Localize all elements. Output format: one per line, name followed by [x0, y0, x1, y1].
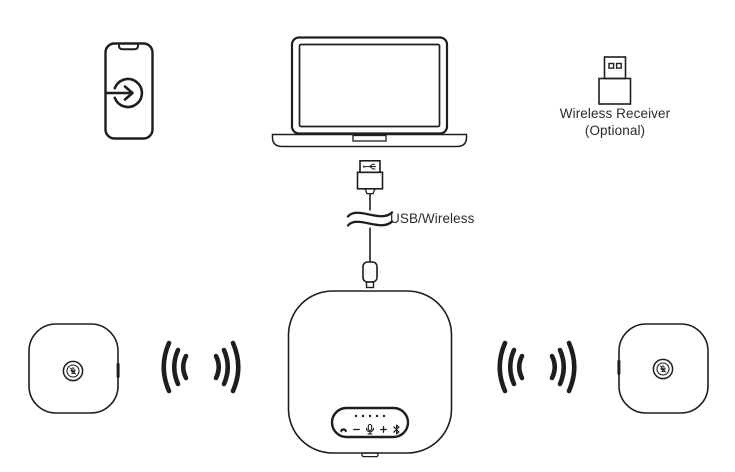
satellite-dock-tab: [116, 363, 120, 378]
volume-up-icon: [380, 426, 387, 433]
wireless-receiver-label-line2: (Optional): [584, 122, 646, 138]
wireless-receiver-label: Wireless Receiver (Optional): [545, 106, 685, 139]
call-icon: [340, 428, 347, 433]
satellite-speaker-right: [617, 323, 709, 414]
led-indicators: [354, 414, 386, 418]
satellite-dock-tab: [617, 360, 621, 375]
usb-logo-icon: [363, 163, 376, 170]
mic-mute-icon: [659, 365, 667, 373]
bluetooth-icon: [393, 424, 400, 435]
mic-mute-button: [62, 360, 84, 382]
usb-c-connector: [362, 261, 378, 289]
usb-wireless-label: USB/Wireless: [390, 211, 475, 226]
dongle-body: [598, 77, 632, 105]
laptop-base-notch: [352, 134, 387, 142]
wireless-waves-icon: [497, 340, 525, 394]
laptop-screen-bezel: [290, 36, 449, 135]
smartphone: [104, 42, 154, 140]
wireless-receiver-label-line1: Wireless Receiver: [559, 106, 671, 121]
laptop: [271, 36, 468, 148]
connect-icon: [104, 77, 144, 109]
mic-icon: [365, 423, 375, 435]
wireless-signal-left: [161, 340, 241, 394]
satellite-speaker-left: [28, 323, 120, 414]
smartphone-notch: [118, 44, 139, 51]
usb-plug-hole: [615, 62, 622, 69]
wireless-signal-right: [497, 340, 577, 394]
hub-control-panel: [330, 406, 410, 439]
usb-cable: [346, 160, 394, 289]
mic-mute-icon: [69, 367, 77, 375]
wireless-waves-icon: [549, 340, 577, 394]
usb-a-connector: [356, 160, 384, 195]
hub-bottom-tab: [361, 452, 379, 458]
laptop-base: [271, 133, 468, 148]
satellite-body: [618, 323, 709, 414]
laptop-screen: [298, 43, 441, 128]
mic-mute-button: [652, 358, 674, 380]
wireless-receiver-dongle: [598, 56, 632, 105]
hub-body: [287, 290, 453, 454]
speakerphone-hub: [287, 290, 453, 458]
wireless-waves-icon: [161, 340, 189, 394]
wireless-waves-icon: [213, 340, 241, 394]
usb-plug-hole: [608, 62, 615, 69]
usb-plug: [603, 56, 627, 80]
smartphone-body: [104, 42, 154, 140]
cable-break-icon: [346, 211, 394, 227]
